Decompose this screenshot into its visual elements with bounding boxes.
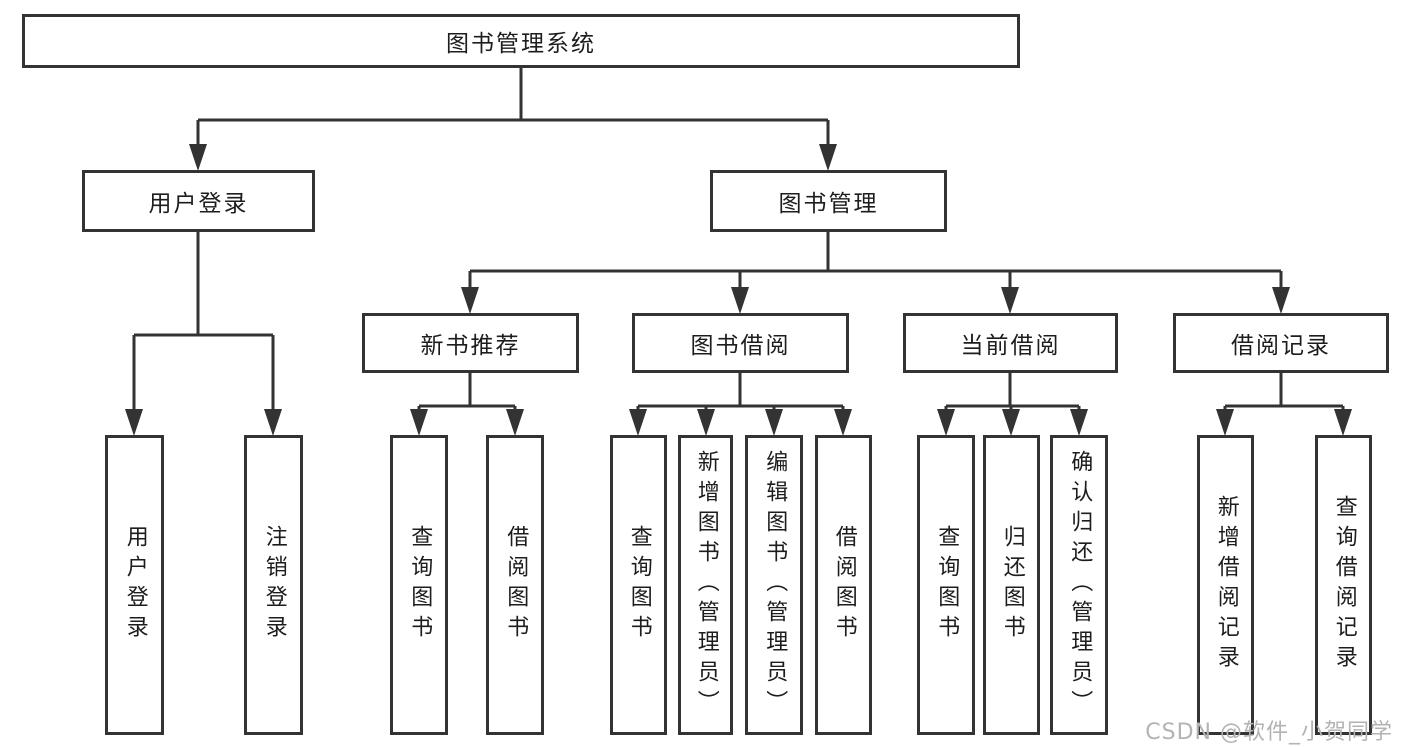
- leaf-query-books-recommend: 查询图书: [390, 435, 448, 735]
- leaf-logout-label: 注销登录: [261, 525, 287, 645]
- leaf-return-book-label: 归还图书: [999, 525, 1025, 645]
- node-book-borrow: 图书借阅: [632, 313, 849, 373]
- leaf-query-books-current: 查询图书: [917, 435, 975, 735]
- node-library-system: 图书管理系统: [22, 14, 1020, 68]
- node-new-book-recommend: 新书推荐: [362, 313, 579, 373]
- leaf-query-books-current-label: 查询图书: [934, 525, 960, 645]
- leaf-add-borrow-record: 新增借阅记录: [1197, 435, 1254, 735]
- leaf-add-book-admin-label: 新增图书（管理员）: [693, 450, 719, 720]
- leaf-return-book: 归还图书: [983, 435, 1040, 735]
- leaf-edit-book-admin-label: 编辑图书（管理员）: [762, 450, 788, 720]
- leaf-add-borrow-record-label: 新增借阅记录: [1213, 495, 1239, 675]
- csdn-watermark: CSDN @软件_小贺同学: [1145, 720, 1393, 745]
- leaf-logout: 注销登录: [244, 435, 303, 735]
- leaf-borrow-books-recommend-label: 借阅图书: [503, 525, 529, 645]
- node-borrow-records: 借阅记录: [1173, 313, 1389, 373]
- leaf-query-borrow-record-label: 查询借阅记录: [1331, 495, 1357, 675]
- node-book-management-label: 图书管理: [778, 191, 879, 217]
- leaf-query-books-recommend-label: 查询图书: [407, 525, 433, 645]
- node-book-management: 图书管理: [710, 170, 947, 232]
- node-library-system-label: 图书管理系统: [446, 31, 596, 57]
- leaf-borrow-books-label: 借阅图书: [831, 525, 857, 645]
- node-current-borrow: 当前借阅: [903, 313, 1118, 373]
- leaf-add-book-admin: 新增图书（管理员）: [678, 435, 733, 735]
- leaf-user-login-label: 用户登录: [122, 525, 148, 645]
- leaf-confirm-return-admin: 确认归还（管理员）: [1050, 435, 1108, 735]
- leaf-borrow-books: 借阅图书: [815, 435, 872, 735]
- leaf-user-login: 用户登录: [105, 435, 164, 735]
- leaf-query-books-borrow-label: 查询图书: [626, 525, 652, 645]
- leaf-borrow-books-recommend: 借阅图书: [486, 435, 544, 735]
- leaf-confirm-return-admin-label: 确认归还（管理员）: [1067, 450, 1093, 720]
- leaf-query-books-borrow: 查询图书: [610, 435, 667, 735]
- node-borrow-records-label: 借阅记录: [1231, 333, 1331, 359]
- leaf-edit-book-admin: 编辑图书（管理员）: [745, 435, 803, 735]
- node-user-login: 用户登录: [82, 170, 315, 232]
- node-current-borrow-label: 当前借阅: [960, 333, 1061, 359]
- leaf-query-borrow-record: 查询借阅记录: [1315, 435, 1372, 735]
- node-new-book-recommend-label: 新书推荐: [420, 333, 521, 359]
- node-user-login-label: 用户登录: [148, 191, 249, 217]
- node-book-borrow-label: 图书借阅: [690, 333, 791, 359]
